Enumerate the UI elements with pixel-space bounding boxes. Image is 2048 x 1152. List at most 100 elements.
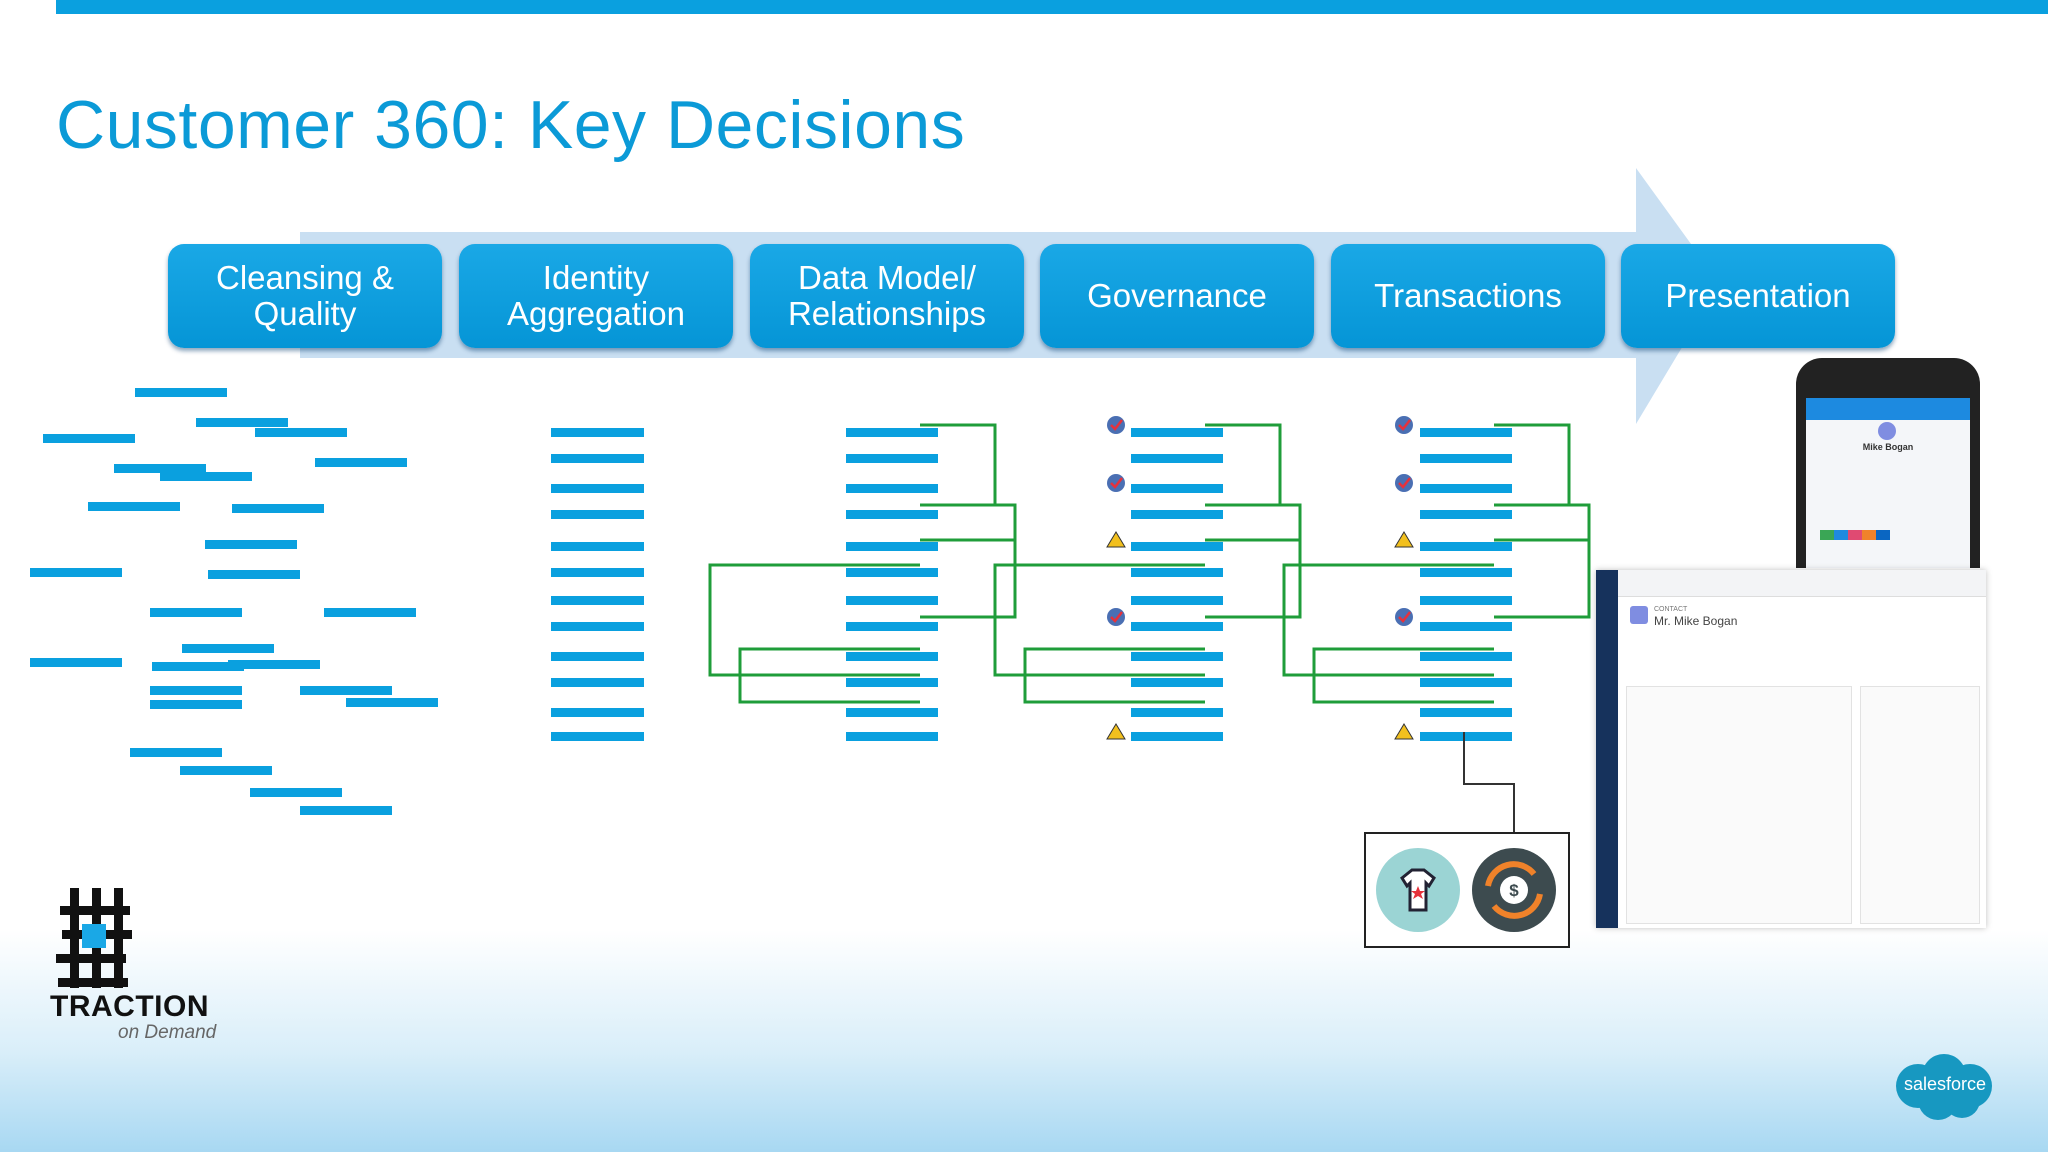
scattered-record [43, 434, 135, 443]
crm-related-panel [1626, 686, 1852, 924]
related-record [846, 708, 938, 717]
scattered-record [208, 570, 300, 579]
related-record [846, 454, 938, 463]
aggregated-record [551, 542, 644, 551]
check-badge-icon [1395, 608, 1413, 626]
slide-title: Customer 360: Key Decisions [56, 87, 966, 163]
stage-button[interactable]: Identity Aggregation [459, 244, 733, 348]
aggregated-record [551, 510, 644, 519]
related-record [846, 652, 938, 661]
crm-top-bar [1618, 570, 1986, 597]
governed-record [1131, 510, 1223, 519]
relationship-link [738, 647, 920, 704]
salesforce-wordmark: salesforce [1903, 1074, 1987, 1094]
governed-record [1131, 542, 1223, 551]
aggregated-record [551, 652, 644, 661]
stage-button[interactable]: Transactions [1331, 244, 1605, 348]
governed-record [1131, 596, 1223, 605]
aggregated-record [551, 678, 644, 687]
relationship-link [708, 563, 920, 677]
transaction-record [1420, 622, 1512, 631]
scattered-record [324, 608, 416, 617]
scattered-record [114, 464, 206, 473]
scattered-record [152, 662, 244, 671]
scattered-record [150, 608, 242, 617]
crm-nav-rail [1596, 570, 1618, 928]
scattered-record [300, 806, 392, 815]
warning-icon [1394, 723, 1414, 740]
check-badge-icon [1395, 416, 1413, 434]
transaction-record [1420, 510, 1512, 519]
phone-app-header [1806, 398, 1970, 420]
governed-record [1131, 652, 1223, 661]
scattered-record [250, 788, 342, 797]
transaction-record [1420, 652, 1512, 661]
governed-record [1131, 568, 1223, 577]
crm-contact-icon [1630, 606, 1648, 624]
stage-button[interactable]: Presentation [1621, 244, 1895, 348]
governed-record [1131, 678, 1223, 687]
relationship-link [993, 563, 1205, 677]
stage-button[interactable]: Data Model/ Relationships [750, 244, 1024, 348]
governed-record [1131, 622, 1223, 631]
phone-avatar [1878, 422, 1896, 440]
governed-record [1131, 454, 1223, 463]
relationship-link [1494, 540, 1591, 619]
transaction-record [1420, 484, 1512, 493]
related-record [846, 596, 938, 605]
aggregated-record [551, 596, 644, 605]
scattered-record [346, 698, 438, 707]
traction-logo-icon [56, 888, 132, 988]
crm-desktop-mockup: CONTACT Mr. Mike Bogan [1596, 570, 1986, 928]
governed-record [1131, 732, 1223, 741]
transaction-record [1420, 542, 1512, 551]
related-record [846, 622, 938, 631]
warning-icon [1106, 531, 1126, 548]
related-record [846, 542, 938, 551]
check-badge-icon [1107, 416, 1125, 434]
governed-record [1131, 428, 1223, 437]
phone-contact-name: Mike Bogan [1862, 442, 1914, 452]
related-record [846, 732, 938, 741]
scattered-record [205, 540, 297, 549]
transaction-record [1420, 708, 1512, 717]
related-record [846, 510, 938, 519]
relationship-link [1205, 540, 1302, 619]
scattered-record [30, 658, 122, 667]
stage-button[interactable]: Governance [1040, 244, 1314, 348]
scattered-record [160, 472, 252, 481]
tshirt-icon [1376, 848, 1460, 932]
scattered-record [232, 504, 324, 513]
stage-button[interactable]: Cleansing & Quality [168, 244, 442, 348]
crm-contact-name: Mr. Mike Bogan [1654, 614, 1738, 628]
scattered-record [150, 686, 242, 695]
transaction-connector [1463, 732, 1515, 832]
warning-icon [1394, 531, 1414, 548]
scattered-record [196, 418, 288, 427]
relationship-link [920, 540, 1017, 619]
relationship-link [1312, 647, 1494, 704]
transaction-record [1420, 732, 1512, 741]
related-record [846, 568, 938, 577]
aggregated-record [551, 428, 644, 437]
related-record [846, 484, 938, 493]
transaction-record [1420, 596, 1512, 605]
traction-subtext: on Demand [118, 1022, 217, 1043]
footer-gradient [0, 930, 2048, 1152]
scattered-record [30, 568, 122, 577]
aggregated-record [551, 708, 644, 717]
phone-action-icons [1820, 530, 1890, 540]
svg-text:$: $ [1509, 881, 1519, 900]
aggregated-record [551, 622, 644, 631]
mobile-device-mockup: Mike Bogan [1796, 358, 1980, 568]
scattered-record [180, 766, 272, 775]
aggregated-record [551, 732, 644, 741]
warning-icon [1106, 723, 1126, 740]
relationship-link [1023, 647, 1205, 704]
transaction-record [1420, 454, 1512, 463]
transaction-record [1420, 568, 1512, 577]
aggregated-record [551, 568, 644, 577]
transaction-record [1420, 428, 1512, 437]
transaction-outputs: $ [1364, 832, 1570, 948]
aggregated-record [551, 484, 644, 493]
